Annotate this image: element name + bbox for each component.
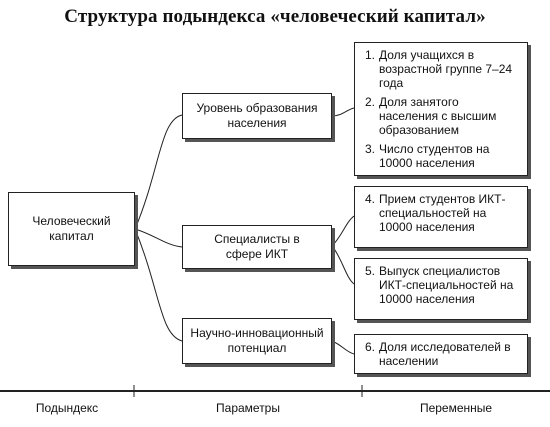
variable-item: 4. Прием студентов ИКТ-специальностей на…: [365, 192, 521, 234]
variable-box-item4: 4. Прием студентов ИКТ-специальностей на…: [354, 186, 528, 248]
root-node-label: Человеческий капитал: [32, 214, 111, 243]
param-node-label: Научно-инновационный потенциал: [190, 326, 324, 355]
connector-root-innovation: [134, 228, 183, 342]
param-node-label: Специалисты в сфере ИКТ: [214, 232, 300, 261]
variable-number: 6.: [365, 340, 376, 354]
variable-text: Прием студентов ИКТ-специальностей на 10…: [379, 192, 506, 234]
variable-number: 2.: [365, 95, 376, 109]
param-node-innovation: Научно-инновационный потенциал: [182, 318, 332, 364]
variable-number: 3.: [365, 142, 376, 156]
connector-root-ict: [134, 228, 183, 248]
footer-label-parameters: Параметры: [216, 401, 280, 415]
variable-box-item5: 5. Выпуск специалистов ИКТ-специальносте…: [354, 258, 528, 320]
variable-text: Доля занятого населения с высшим образов…: [379, 95, 497, 137]
footer-label-variables: Переменные: [419, 401, 493, 415]
variable-item: 6. Доля исследователей в населении: [365, 340, 521, 368]
variable-number: 4.: [365, 192, 376, 206]
connector-education-group: [331, 107, 355, 117]
variable-text: Доля исследователей в населении: [379, 340, 511, 368]
variable-number: 1.: [365, 48, 376, 62]
diagram-title: Структура подындекса «человеческий капит…: [64, 6, 486, 27]
variable-item: 5. Выпуск специалистов ИКТ-специальносте…: [365, 264, 521, 306]
param-node-ict: Специалисты в сфере ИКТ: [182, 225, 332, 269]
connector-ict-item5: [331, 245, 355, 285]
connector-root-education: [134, 114, 183, 230]
root-node-human-capital: Человеческий капитал: [8, 192, 135, 266]
variable-box-item6: 6. Доля исследователей в населении: [354, 334, 528, 374]
variable-text: Выпуск специалистов ИКТ-специальностей н…: [379, 264, 514, 306]
variable-number: 5.: [365, 264, 376, 278]
variable-text: Число студентов на 10000 населения: [379, 142, 490, 170]
connector-innovation-item6: [331, 340, 355, 355]
variable-text: Доля учащихся в возрастной группе 7–24 г…: [379, 48, 513, 90]
variable-group-education: 1. Доля учащихся в возрастной группе 7–2…: [354, 42, 528, 176]
footer-label-subindex: Подындекс: [35, 401, 99, 415]
param-node-education: Уровень образования населения: [182, 93, 332, 139]
param-node-label: Уровень образования населения: [196, 101, 318, 130]
variable-item: 2. Доля занятого населения с высшим обра…: [365, 95, 521, 137]
connector-ict-item4: [331, 215, 355, 247]
variable-item: 1. Доля учащихся в возрастной группе 7–2…: [365, 48, 521, 90]
variable-item: 3. Число студентов на 10000 населения: [365, 142, 521, 170]
